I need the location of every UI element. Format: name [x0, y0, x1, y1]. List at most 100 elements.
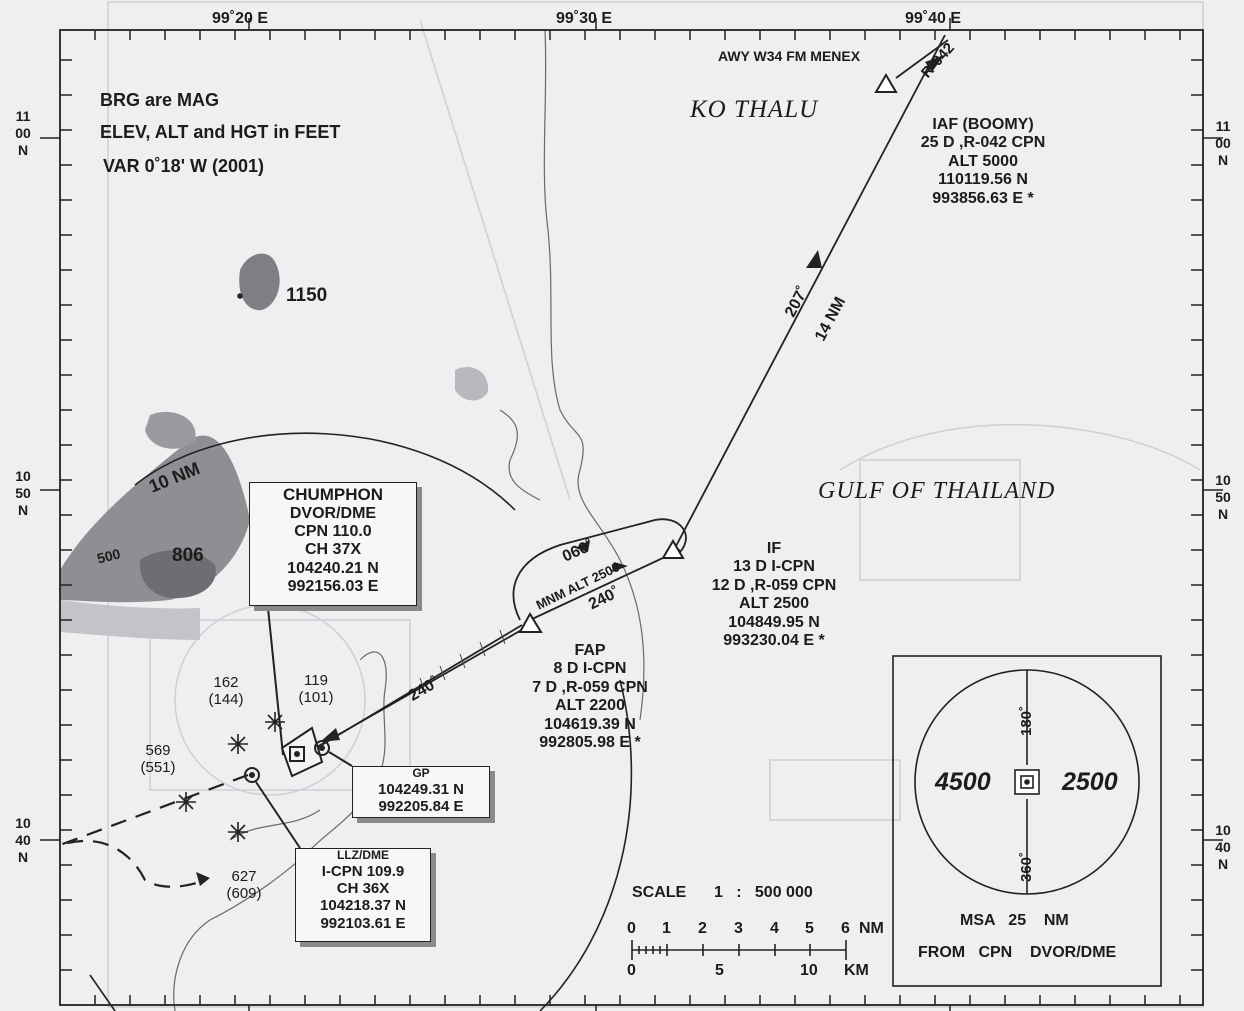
if-fix-icon [661, 539, 685, 559]
gp-lon: 992205.84 E [378, 798, 464, 816]
obstacle-627: 627(609) [226, 868, 262, 903]
vor-lat: 104240.21 N [287, 559, 379, 577]
vor-lon: 992156.03 E [287, 578, 379, 596]
lon-label-2: 99˚30 E [556, 10, 613, 27]
arrow-207 [806, 250, 822, 268]
fix-symbols [518, 73, 898, 633]
note-elev: ELEV, ALT and HGT in FEET [100, 122, 341, 142]
if-altitude: ALT 2500 [739, 595, 809, 613]
arrow-r042 [925, 55, 944, 72]
iaf-altitude: ALT 5000 [948, 152, 1018, 170]
terrain-shading [60, 253, 489, 640]
msa-bearing-360: 360˚ [1018, 851, 1035, 882]
fap-fix-icon [518, 612, 543, 633]
if-dme-vor: 12 D ,R-059 CPN [711, 576, 837, 594]
if-block: IF 13 D I-CPN 12 D ,R-059 CPN ALT 2500 1… [674, 540, 874, 650]
msa-east-altitude: 2500 [1062, 768, 1118, 796]
intermediate-track [529, 549, 681, 621]
msa-west-altitude: 4500 [935, 768, 991, 796]
note-var: VAR 0˚18' W (2001) [103, 156, 264, 176]
llz-lon: 992103.61 E [320, 914, 406, 932]
msa-bearing-180: 180˚ [1018, 705, 1035, 736]
llz-icon [244, 767, 260, 783]
if-name: IF [766, 540, 782, 557]
note-brg: BRG are MAG [100, 90, 220, 110]
arrowheads [196, 55, 944, 886]
lon-label-3: 99˚40 E [905, 10, 962, 27]
vor-dme-icon [280, 726, 324, 778]
fap-altitude: ALT 2200 [555, 697, 625, 715]
elevation-1150: 1150 [286, 285, 328, 306]
iaf-block: IAF (BOOMY) 25 D ,R-042 CPN ALT 5000 110… [883, 116, 1083, 208]
airway-label: AWY W34 FM MENEX [718, 48, 861, 64]
arrow-240-hold [612, 562, 628, 572]
llz-channel: CH 36X [336, 880, 390, 898]
gp-name: GP [412, 766, 430, 780]
airway-w34-track [895, 39, 949, 79]
scale-nm-3: 3 [734, 920, 743, 937]
if-lon: 993230.04 E * [723, 631, 825, 649]
llz-frequency: I-CPN 109.9 [321, 862, 405, 880]
scale-nm-4: 4 [770, 920, 779, 937]
scale-nm-6: 6 [841, 920, 850, 937]
scale-km-5: 5 [715, 962, 724, 979]
lon-label-1: 99˚20 E [212, 10, 269, 27]
obstacle-119: 119(101) [298, 672, 334, 707]
vor-square-icon [289, 746, 305, 762]
vor-frequency: CPN 110.0 [294, 522, 372, 540]
final-segment-hatch [419, 629, 506, 693]
place-ko-thalu: KO THALU [690, 96, 819, 123]
navaid-symbols [244, 607, 353, 849]
frame-ticks [40, 18, 1223, 1011]
vor-name: CHUMPHON [282, 485, 384, 504]
scale-ratio: 1 : 500 000 [714, 884, 813, 901]
scale-km-10: 10 [800, 962, 818, 979]
range-arcs [89, 432, 633, 1011]
scale-nm-2: 2 [698, 920, 707, 937]
llz-name: LLZ/DME [337, 848, 389, 862]
arrow-final [320, 728, 340, 742]
scale-bar [631, 940, 847, 960]
elevation-806: 806 [172, 545, 204, 566]
holding-pattern [512, 518, 687, 621]
scale-km-0: 0 [627, 962, 636, 979]
obstacle-162: 162(144) [208, 674, 244, 709]
if-lat: 104849.95 N [728, 613, 820, 631]
arrow-060 [575, 540, 590, 552]
scale-title: SCALE [632, 884, 687, 901]
scale-nm-1: 1 [662, 920, 671, 937]
place-gulf-of-thailand: GULF OF THAILAND [818, 478, 1056, 504]
approach-tracks [59, 34, 949, 888]
iaf-lon: 993856.63 E * [932, 189, 1034, 207]
iaf-lat: 110119.56 N [938, 171, 1028, 189]
scale-nm-5: 5 [805, 920, 814, 937]
iaf-name: IAF (BOOMY) [932, 116, 1034, 133]
gp-icon [314, 740, 330, 756]
vor-info-box: CHUMPHON DVOR/DME CPN 110.0 CH 37X 10424… [249, 482, 417, 606]
vor-type: DVOR/DME [289, 504, 377, 522]
fap-name: FAP [574, 642, 606, 659]
gp-info-box: GP 104249.31 N 992205.84 E [352, 766, 490, 818]
obstacle-icons [176, 293, 285, 842]
chart-frame [59, 29, 1204, 1006]
fap-dme-vor: 7 D ,R-059 CPN [532, 678, 648, 696]
iaf-fix-icon [874, 73, 898, 93]
if-dme-ils: 13 D I-CPN [733, 558, 815, 576]
obstacle-569: 569(551) [140, 742, 176, 777]
scale-nm-unit: NM [859, 920, 884, 937]
msa-caption: MSA 25 NM [960, 912, 1069, 929]
scale-km-unit: KM [844, 962, 869, 979]
llz-info-box: LLZ/DME I-CPN 109.9 CH 36X 104218.37 N 9… [295, 848, 431, 942]
scale-nm-0: 0 [627, 920, 636, 937]
iaf-distance: 25 D ,R-042 CPN [920, 134, 1046, 152]
msa-from-caption: FROM CPN DVOR/DME [918, 944, 1117, 961]
gp-lat: 104249.31 N [378, 780, 464, 798]
